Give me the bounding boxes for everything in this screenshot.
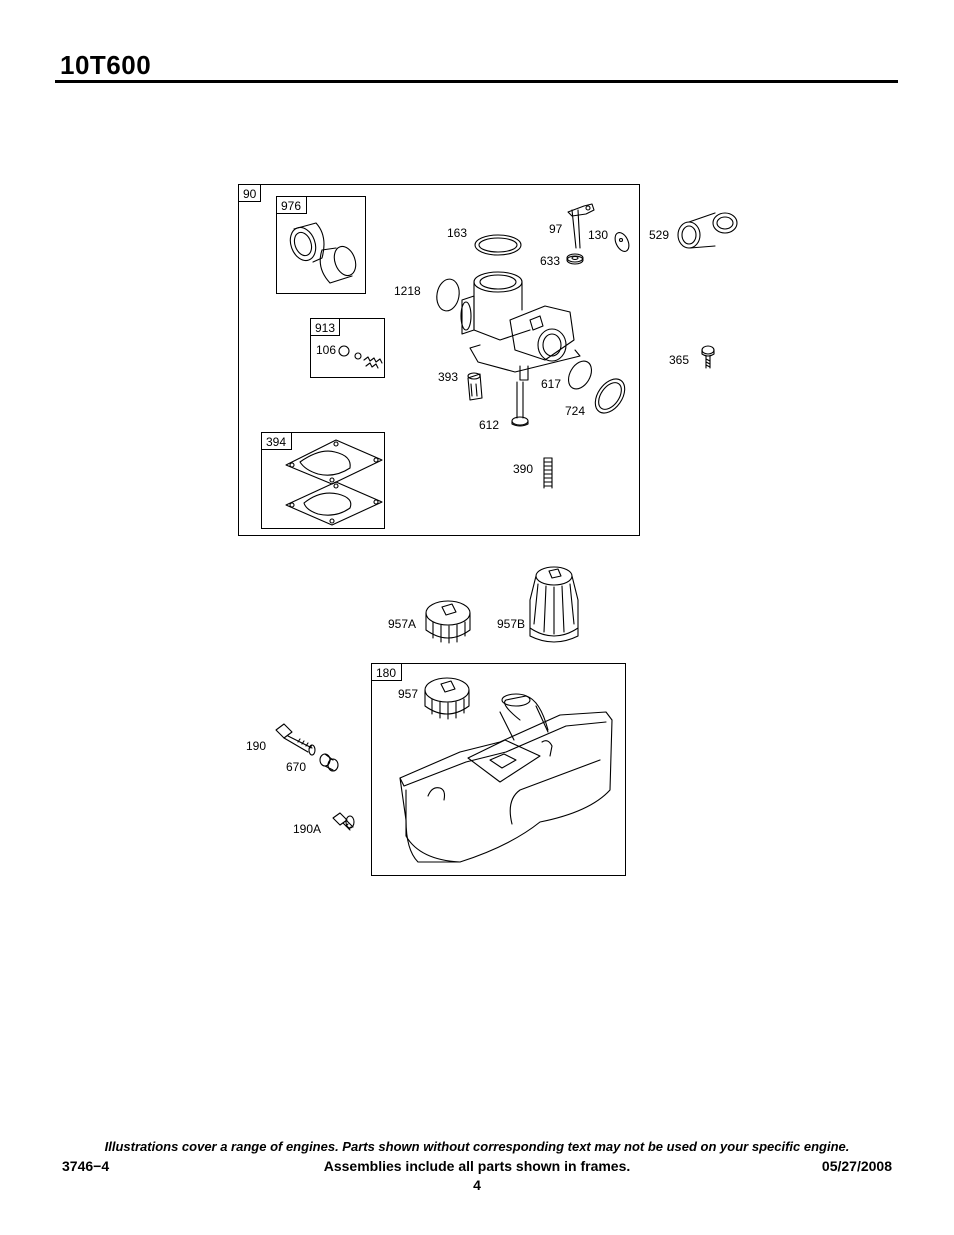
frame-976-label: 976 — [281, 199, 301, 213]
part-393-drawing — [467, 372, 483, 401]
part-190A-label: 190A — [293, 822, 321, 836]
part-390-label: 390 — [513, 462, 533, 476]
page-title: 10T600 — [60, 50, 152, 80]
frame-180 — [371, 663, 626, 876]
part-617-drawing — [567, 360, 593, 390]
frame-394-label: 394 — [266, 435, 286, 449]
assemblies-note: Assemblies include all parts shown in fr… — [323, 1158, 631, 1174]
page-number: 4 — [473, 1177, 481, 1193]
frame-90-label: 90 — [243, 187, 257, 201]
part-190-drawing — [275, 723, 316, 756]
part-97-label: 97 — [549, 222, 563, 236]
part-957B-label: 957B — [497, 617, 525, 631]
carburetor-drawing — [460, 271, 581, 381]
fuel-tank-drawing — [399, 693, 613, 863]
part-394-drawing — [285, 439, 383, 526]
document-date: 05/27/2008 — [821, 1158, 892, 1174]
part-163-drawing — [474, 234, 522, 256]
part-130-label: 130 — [588, 228, 608, 242]
frame-976 — [276, 196, 366, 294]
frame-180-label: 180 — [376, 666, 396, 680]
part-529-label: 529 — [649, 228, 669, 242]
part-130-drawing — [614, 232, 630, 252]
part-633-label: 633 — [540, 254, 560, 268]
part-163-label: 163 — [447, 226, 467, 240]
part-190A-drawing — [332, 812, 355, 831]
part-393-label: 393 — [438, 370, 458, 384]
frame-394 — [261, 432, 385, 529]
part-106-label: 106 — [316, 343, 336, 357]
frame-90 — [238, 184, 640, 536]
part-957-drawing — [424, 677, 470, 720]
part-529-drawing — [677, 212, 738, 249]
part-1218-label: 1218 — [394, 284, 421, 298]
part-365-drawing — [701, 345, 715, 369]
part-957-label: 957 — [398, 687, 418, 701]
frame-913-label: 913 — [315, 321, 335, 335]
part-97-drawing — [567, 203, 595, 249]
document-number: 3746−4 — [62, 1158, 110, 1174]
part-957B-drawing — [529, 566, 579, 643]
part-365-label: 365 — [669, 353, 689, 367]
part-976-drawing — [289, 222, 357, 284]
part-724-drawing — [594, 378, 626, 414]
part-390-drawing — [543, 457, 553, 489]
part-1218-drawing — [436, 278, 460, 312]
part-190-label: 190 — [246, 739, 266, 753]
part-670-label: 670 — [286, 760, 306, 774]
part-670-drawing — [319, 753, 339, 772]
part-957A-label: 957A — [388, 617, 416, 631]
footer-note: Illustrations cover a range of engines. … — [104, 1139, 850, 1154]
part-612-drawing — [511, 381, 529, 427]
part-957A-drawing — [425, 600, 471, 644]
part-724-label: 724 — [565, 404, 585, 418]
part-617-label: 617 — [541, 377, 561, 391]
title-rule — [55, 80, 898, 83]
part-633-drawing — [566, 253, 584, 265]
part-106-drawing — [338, 345, 383, 369]
part-612-label: 612 — [479, 418, 499, 432]
frame-913 — [310, 318, 385, 378]
